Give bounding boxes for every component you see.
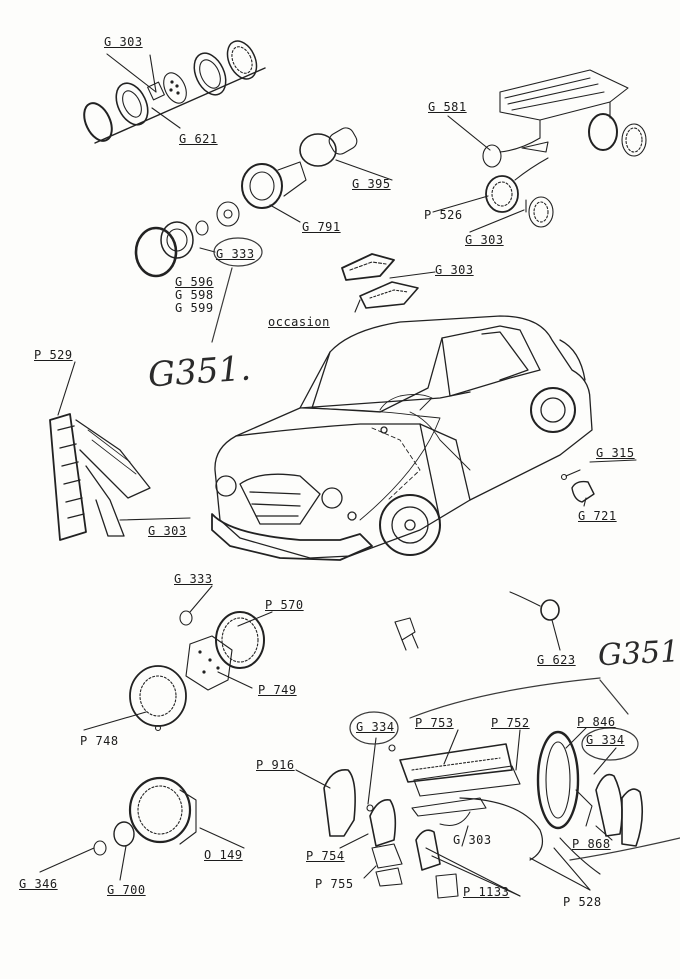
lamp-assembly-middle-left bbox=[83, 585, 273, 732]
handwritten-note-right: G351. bbox=[597, 633, 680, 674]
label-g333-top: G 333 bbox=[216, 247, 255, 261]
lamp-assembly-center-top bbox=[134, 127, 393, 278]
label-p526: P 526 bbox=[424, 208, 463, 222]
trailer-lamp-assembly bbox=[432, 69, 647, 233]
label-g334-right: G 334 bbox=[586, 733, 625, 747]
car-body bbox=[211, 315, 593, 561]
label-g581: G 581 bbox=[428, 100, 467, 114]
label-g395: G 395 bbox=[352, 177, 391, 191]
label-g621: G 621 bbox=[179, 132, 218, 146]
label-g599: G 599 bbox=[175, 301, 214, 315]
label-p570: P 570 bbox=[265, 598, 304, 612]
label-g303-bottom: G 303 bbox=[453, 833, 492, 847]
label-p749: P 749 bbox=[258, 683, 297, 697]
lamp-g623 bbox=[509, 591, 561, 651]
handwritten-marks bbox=[211, 237, 680, 861]
occasion-lamp bbox=[341, 253, 436, 313]
label-g303-mid: G 303 bbox=[435, 263, 474, 277]
label-p1133: P 1133 bbox=[463, 885, 510, 899]
label-g303-top: G 303 bbox=[104, 35, 143, 49]
lamp-assembly-bottom-left bbox=[39, 776, 245, 881]
bulb-g721 bbox=[560, 459, 637, 507]
label-g333-mid: G 333 bbox=[174, 572, 213, 586]
label-p868: P 868 bbox=[572, 837, 611, 851]
label-g334-left: G 334 bbox=[356, 720, 395, 734]
lamp-assembly-top-left bbox=[83, 40, 266, 144]
label-p754: P 754 bbox=[306, 849, 345, 863]
bracket-part bbox=[394, 617, 419, 651]
label-p846: P 846 bbox=[577, 715, 616, 729]
label-g721: G 721 bbox=[578, 509, 617, 523]
label-g315: G 315 bbox=[596, 446, 635, 460]
label-occasion: occasion bbox=[268, 315, 330, 329]
label-p916: P 916 bbox=[256, 758, 295, 772]
label-g700: G 700 bbox=[107, 883, 146, 897]
label-g598: G 598 bbox=[175, 288, 214, 302]
label-g791: G 791 bbox=[302, 220, 341, 234]
label-p755: P 755 bbox=[315, 877, 354, 891]
handwritten-note-left: G351. bbox=[146, 348, 253, 396]
label-p752: P 752 bbox=[491, 716, 530, 730]
label-g346: G 346 bbox=[19, 877, 58, 891]
label-g303-left: G 303 bbox=[148, 524, 187, 538]
label-p748: P 748 bbox=[80, 734, 119, 748]
label-g596: G 596 bbox=[175, 275, 214, 289]
label-o149: O 149 bbox=[204, 848, 243, 862]
front-lamp-strip bbox=[49, 361, 191, 541]
label-p529: P 529 bbox=[34, 348, 73, 362]
rear-lamp-assemblies bbox=[295, 727, 644, 899]
label-p528: P 528 bbox=[563, 895, 602, 909]
label-p753: P 753 bbox=[415, 716, 454, 730]
label-g623: G 623 bbox=[537, 653, 576, 667]
label-g303-right: G 303 bbox=[465, 233, 504, 247]
